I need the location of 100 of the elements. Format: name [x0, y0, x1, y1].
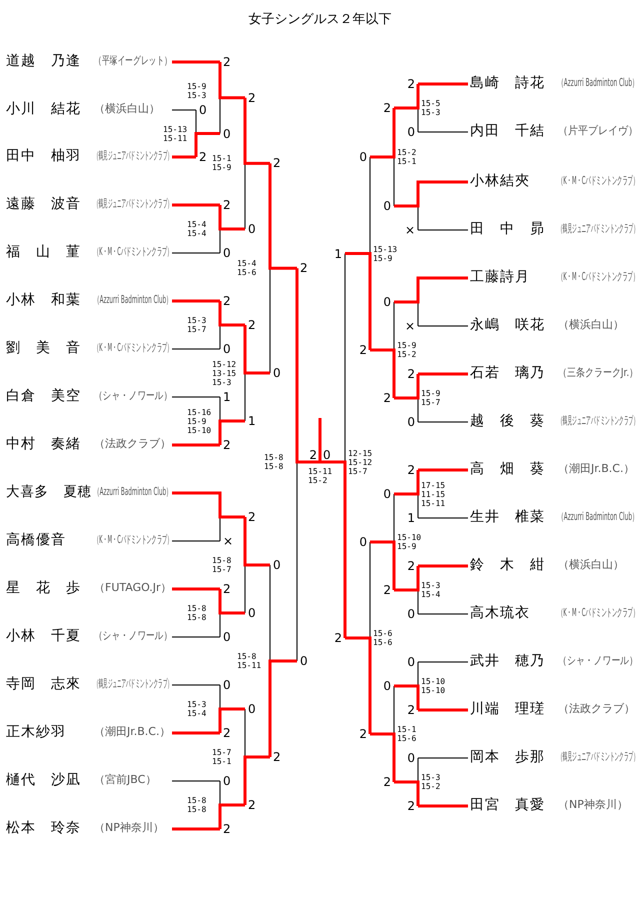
player-name: 松本 玲奈: [6, 819, 81, 838]
player-name: 劉 美 音: [6, 339, 81, 358]
game-score: 15-10 15-10: [421, 677, 446, 695]
club-name: （鶴見ジュニアバドミントンクラブ）: [558, 413, 638, 429]
player-name: 越 後 葵: [470, 412, 545, 431]
winner-line: [320, 460, 346, 638]
game-score: 15-8 15-11: [237, 652, 262, 670]
game-score: 15-3 15-2: [421, 773, 442, 791]
club-name: （NP神奈川）: [558, 797, 628, 813]
title: 女子シングルス２年以下: [248, 11, 392, 28]
score-label: 2: [407, 799, 415, 813]
score-label: 0: [383, 487, 391, 501]
game-score: 15-1 15-9: [212, 154, 232, 172]
bracket-line: [172, 684, 220, 686]
game-score: 15-8 15-8: [187, 796, 208, 814]
winner-line: [172, 492, 245, 518]
score-label: 2: [407, 367, 415, 381]
game-score: 17-15 11-15 15-11: [421, 480, 446, 508]
winner-line: [218, 62, 245, 100]
winner-line: [172, 444, 220, 446]
winner-line: [172, 156, 196, 158]
player-name: 川端 理瑳: [470, 700, 545, 719]
club-name: （鶴見ジュニアバドミントンクラブ）: [558, 221, 638, 237]
score-label: 1: [334, 246, 342, 260]
winner-line: [418, 564, 468, 568]
game-score: 15-8 15-8: [264, 453, 284, 471]
club-name: （鶴見ジュニアバドミントンクラブ）: [94, 148, 172, 164]
game-score: 15-1 15-6: [397, 725, 418, 743]
game-score: 15-9 15-7: [421, 389, 442, 407]
winner-line: [296, 268, 320, 464]
winner-line: [218, 804, 245, 829]
game-score: 15-3 15-7: [187, 316, 208, 334]
player-name: 石若 璃乃: [470, 364, 545, 383]
score-label: 2: [407, 703, 415, 717]
game-score: 15-8 15-7: [212, 556, 232, 574]
score-label: 1: [407, 511, 415, 525]
winner-line: [268, 163, 297, 270]
bracket-line: [172, 396, 220, 398]
player-name: 福 山 菫: [6, 243, 81, 262]
bracket-line: [172, 540, 220, 542]
score-label: 2: [199, 150, 207, 164]
player-name: 遠藤 波音: [6, 195, 81, 214]
player-name: 小林 和葉: [6, 291, 81, 310]
game-score: 15-3 15-4: [187, 700, 208, 718]
score-label: 2: [300, 261, 308, 276]
player-name: 小川 結花: [6, 100, 81, 119]
score-label: 2: [359, 727, 367, 741]
score-label: 1: [248, 414, 256, 428]
club-name: （法政クラブ）: [558, 701, 635, 717]
player-name: 田宮 真愛: [470, 796, 545, 815]
winner-line: [318, 418, 322, 462]
score-label: 0: [248, 222, 256, 236]
winner-line: [172, 204, 220, 206]
winner-line: [370, 732, 396, 782]
club-name: （横浜白山）: [94, 101, 160, 117]
winner-line: [218, 205, 245, 230]
player-name: 正木紗羽: [6, 723, 66, 742]
score-label: 0: [248, 606, 256, 620]
game-score: 15-16 15-9 15-10: [187, 408, 212, 434]
game-score: 15-12 13-15 15-3: [212, 360, 238, 386]
score-label: 2: [273, 156, 281, 170]
score-label: 2: [383, 583, 391, 597]
score-label: 0: [300, 654, 308, 668]
winner-line: [418, 372, 468, 376]
winner-line: [172, 732, 220, 734]
player-name: 高橋優音: [6, 531, 66, 550]
score-label: 0: [407, 655, 415, 669]
winner-line: [218, 708, 245, 733]
game-score: 15-2 15-1: [397, 148, 418, 166]
club-name: （シャ・ノワール）: [94, 628, 172, 644]
winner-line: [418, 804, 468, 808]
score-label: 2: [223, 294, 231, 308]
club-name: （Azzurri Badminton Club）: [94, 484, 172, 500]
score-label: 2: [248, 90, 256, 105]
club-name: （宮前JBC）: [94, 772, 156, 788]
player-name: 鈴 木 紺: [470, 556, 545, 575]
score-label: 2: [273, 750, 281, 764]
club-name: （Azzurri Badminton Club）: [558, 75, 638, 91]
winner-line: [218, 301, 245, 326]
player-name: 武井 穂乃: [470, 652, 545, 671]
score-label: ×: [404, 223, 415, 237]
club-name: （シャ・ノワール）: [94, 388, 172, 404]
club-name: （横浜白山）: [558, 557, 624, 573]
winner-line: [418, 708, 468, 712]
club-name: （K・M・Cバドミントンクラブ）: [94, 532, 172, 548]
winner-line: [244, 756, 270, 805]
score-label: 2: [334, 631, 342, 645]
score-label: 0: [223, 630, 231, 644]
score-label: 0: [323, 448, 331, 462]
player-name: 岡本 歩那: [470, 748, 545, 767]
score-label: 2: [407, 559, 415, 573]
score-label: 0: [383, 199, 391, 213]
club-name: （FUTAGO.Jr）: [94, 580, 172, 596]
game-score: 15-11 15-2: [308, 467, 334, 485]
score-label: 2: [223, 726, 231, 740]
winner-line: [345, 252, 372, 350]
player-name: 寺岡 志來: [6, 675, 81, 694]
winner-line: [172, 588, 220, 590]
player-name: 中村 奏緒: [6, 435, 81, 454]
score-label: 0: [383, 295, 391, 309]
